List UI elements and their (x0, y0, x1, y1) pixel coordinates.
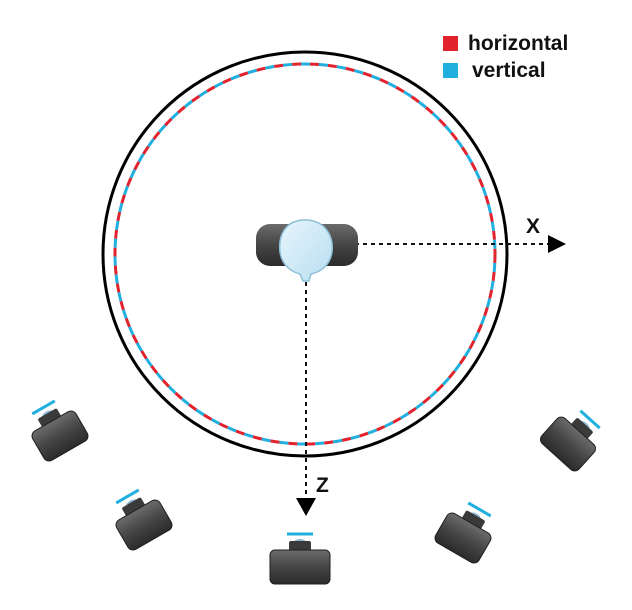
horizontal-ring (113, 62, 497, 446)
camera-icon-3 (269, 532, 331, 585)
x-axis-arrow-icon (548, 235, 566, 253)
camera-icon-2 (115, 488, 173, 551)
legend: horizontal vertical (443, 30, 568, 84)
camera-icon-4 (434, 501, 492, 564)
x-axis-label: X (526, 215, 540, 238)
vertical-swatch (443, 63, 458, 78)
camera-icon-1 (31, 399, 89, 462)
horizontal-swatch (443, 36, 458, 51)
legend-item-vertical: vertical (443, 57, 568, 84)
capture-circle (101, 50, 509, 458)
head-icon (256, 219, 358, 282)
legend-label-vertical: vertical (472, 59, 546, 82)
legend-label-horizontal: horizontal (468, 32, 569, 55)
legend-item-horizontal: horizontal (443, 30, 568, 57)
camera-icon-5 (540, 409, 601, 472)
z-axis-label: Z (316, 474, 329, 497)
z-axis-arrow-icon (296, 498, 316, 516)
